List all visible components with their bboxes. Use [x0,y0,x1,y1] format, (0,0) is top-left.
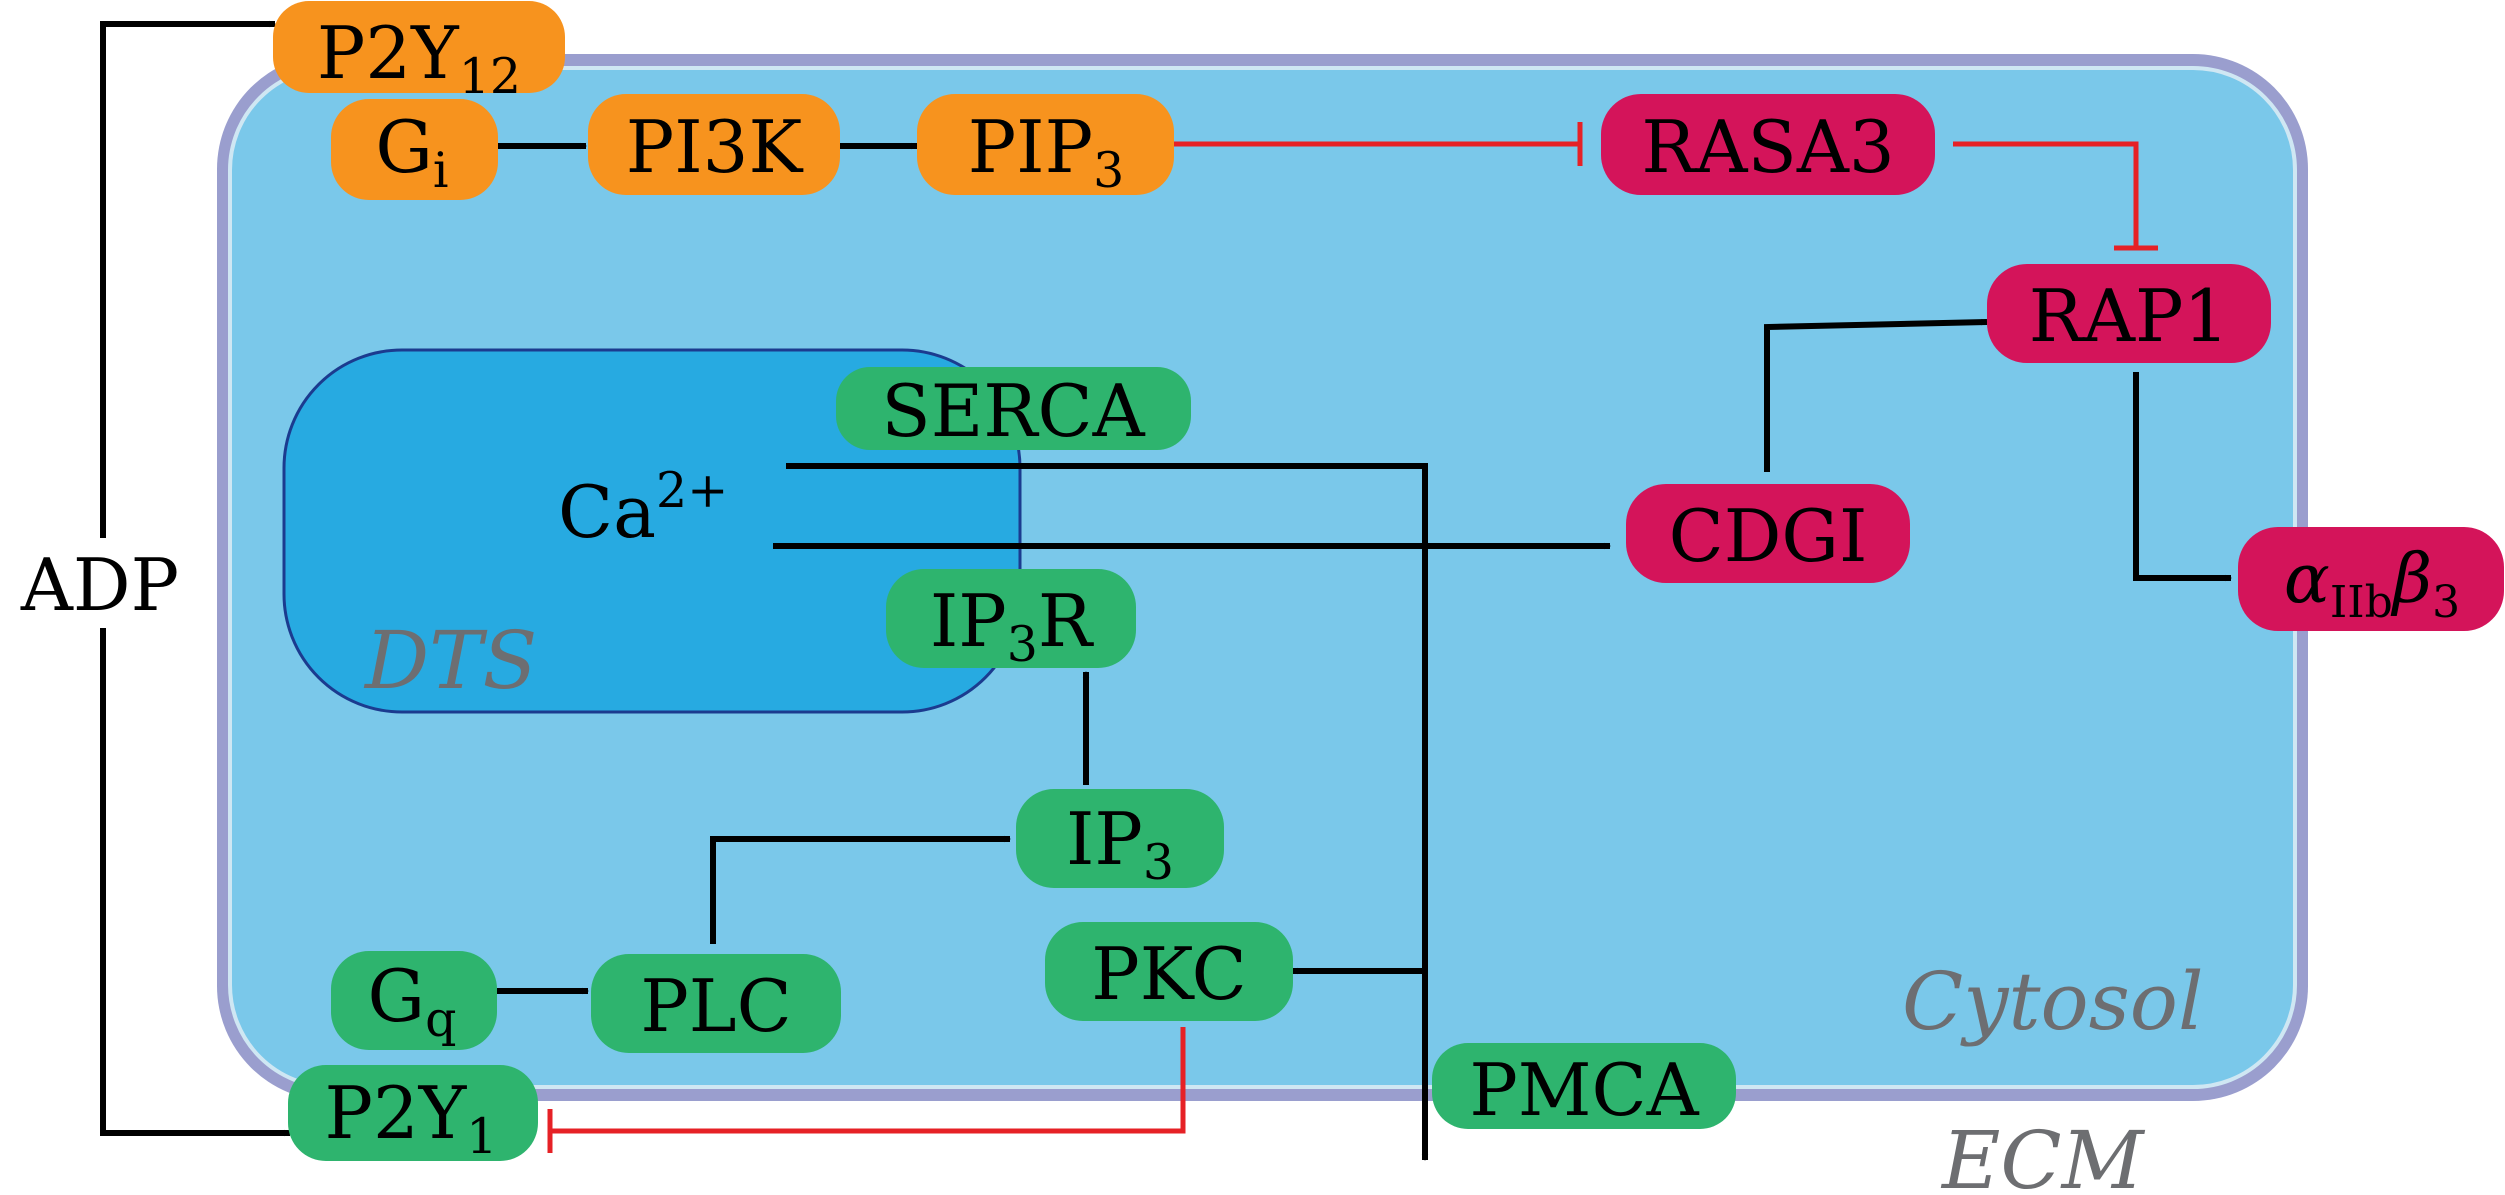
adp-label-bg [0,538,205,628]
edge-plc-ip3 [710,835,1011,944]
node-rasa3: RASA3 [1601,94,1935,195]
svg-text:CDGI: CDGI [1669,494,1868,578]
edge-ca-serca-pmca [786,463,1429,1161]
svg-text:P2Y12: P2Y12 [317,11,521,105]
node-pip3: PIP3 [917,94,1174,199]
dts-compartment [282,348,1022,714]
node-aiib3: αIIbβ3 [2238,527,2504,631]
dts-label: DTS [363,614,537,707]
svg-text:SERCA: SERCA [881,369,1145,453]
svg-text:PKC: PKC [1091,932,1246,1016]
node-pkc: PKC [1045,922,1293,1021]
svg-text:RASA3: RASA3 [1641,105,1894,189]
node-serca: SERCA [836,367,1191,453]
edge-cdgi-rap1 [1764,318,1988,472]
svg-text:Gi: Gi [375,105,448,199]
node-ip3: IP3 [1016,789,1224,891]
node-plc: PLC [591,954,841,1053]
cytosol-label: Cytosol [1902,955,2204,1048]
inhibition-edges [547,122,2158,1153]
node-ip3r: IP3R [886,569,1136,673]
edge-rap1-aiib [2133,372,2232,582]
svg-text:Gq: Gq [368,954,457,1048]
activation-edges [100,20,2232,1161]
node-cdgi: CDGI [1626,484,1910,583]
node-gq: Gq [331,951,497,1050]
node-p2y12: P2Y12 [273,1,565,105]
node-pmca: PMCA [1432,1043,1736,1132]
node-pi3k: PI3K [588,94,840,195]
svg-text:PI3K: PI3K [626,105,804,189]
svg-text:PLC: PLC [640,964,791,1048]
svg-text:IP3: IP3 [1066,797,1174,891]
node-rap1: RAP1 [1987,264,2271,363]
ecm-label: ECM [1940,1114,2146,1195]
svg-text:RAP1: RAP1 [2029,274,2229,358]
node-p2y1: P2Y1 [288,1065,538,1165]
svg-text:P2Y1: P2Y1 [325,1071,498,1165]
edge-adp-p2y12 [100,20,276,573]
adp-label: ADP [20,543,179,627]
svg-text:αIIbβ3: αIIbβ3 [2284,540,2460,628]
ca2-label: Ca2+ [558,462,728,554]
edge-rasa3-rap1 [1953,141,2139,248]
svg-text:PMCA: PMCA [1469,1048,1699,1132]
node-gi: Gi [331,99,498,200]
edge-pkc-p2y1 [550,1027,1186,1134]
svg-text:IP3R: IP3R [930,579,1094,673]
edge-adp-p2y1 [100,620,291,1137]
svg-text:PIP3: PIP3 [968,105,1125,199]
